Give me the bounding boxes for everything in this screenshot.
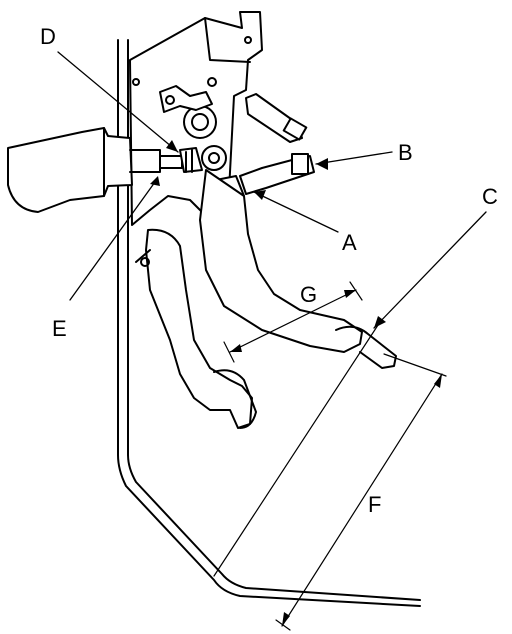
label-a: A bbox=[342, 230, 357, 255]
dimension-f bbox=[213, 321, 447, 631]
label-f: F bbox=[368, 492, 382, 517]
brake-pedal bbox=[135, 228, 257, 429]
callout-leaders bbox=[57, 51, 487, 329]
dimension-g bbox=[223, 281, 363, 363]
stop-switch-upper bbox=[245, 93, 308, 143]
label-c: C bbox=[482, 184, 498, 209]
clutch-pedal bbox=[199, 169, 397, 369]
label-g: G bbox=[300, 282, 318, 307]
label-b: B bbox=[398, 140, 413, 165]
brake-booster bbox=[7, 127, 183, 213]
firewall-panel bbox=[117, 39, 421, 607]
label-d: D bbox=[40, 24, 56, 49]
label-e: E bbox=[52, 316, 67, 341]
pivot-mechanism bbox=[159, 77, 227, 173]
